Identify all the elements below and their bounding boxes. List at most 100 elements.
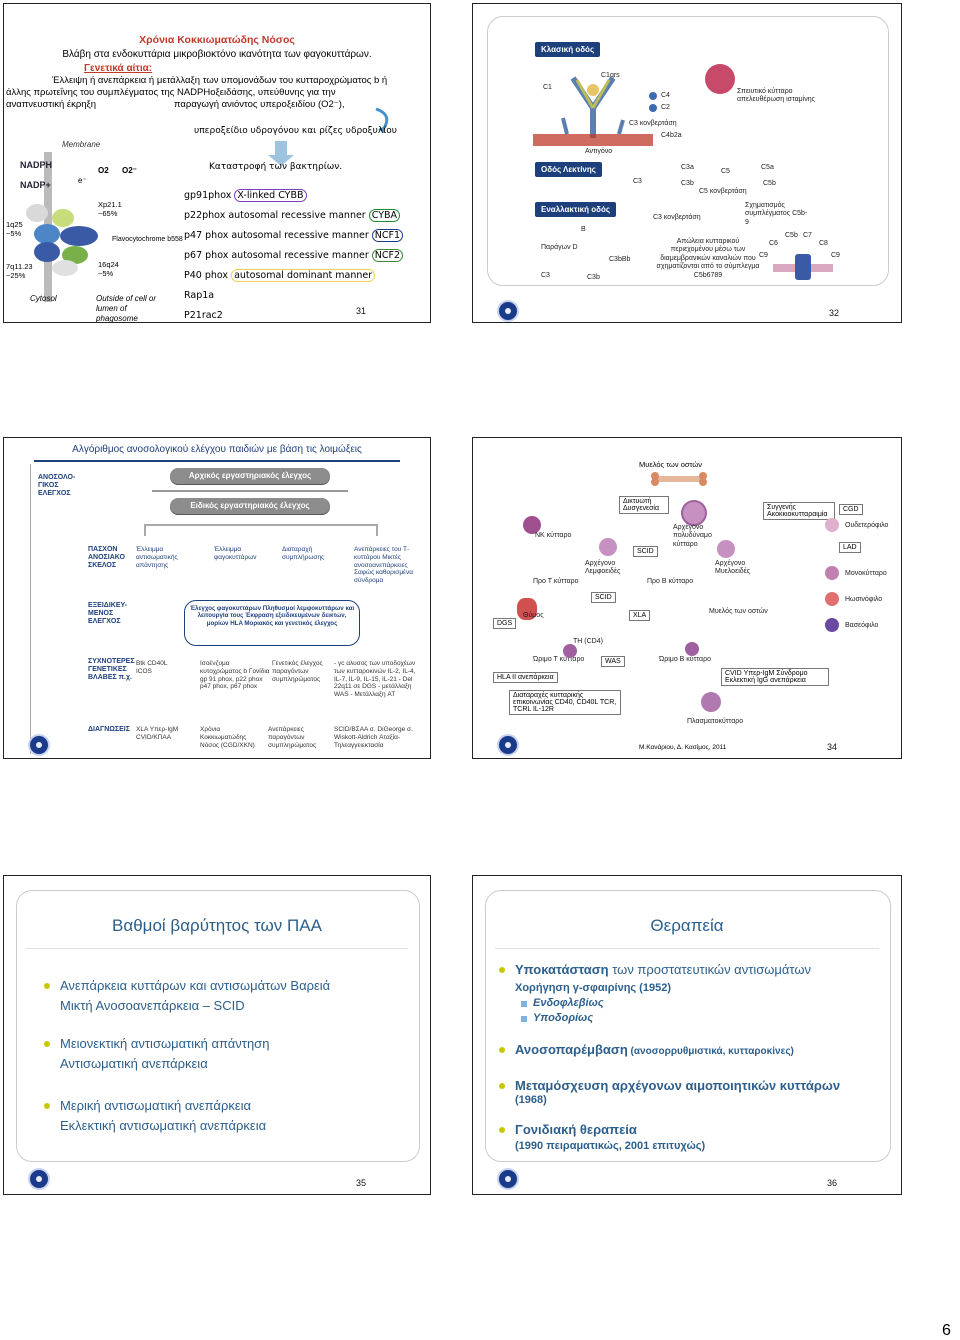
o2-minus-label: O2⁻	[122, 166, 137, 175]
nk-cell-label: NK κύτταρο	[535, 532, 572, 539]
b-label: B	[581, 226, 586, 233]
flow-text: Καταστροφή των βακτηρίων.	[209, 162, 343, 172]
classic-pathway-label: Κλασική οδός	[535, 42, 601, 57]
plasma-cell-label: Πλασματοκύτταρο	[687, 718, 744, 725]
pre-b-label: Προ Β κύτταρο	[647, 578, 694, 585]
intro-line: Βλάβη στα ενδοκυττάρια μικροβιοκτόνο ικα…	[62, 49, 372, 60]
severity-item: Ανεπάρκεια κυττάρων και αντισωμάτων Βαρε…	[43, 976, 331, 1016]
gene-p40: P40 phox autosomal dominant manner	[184, 269, 376, 282]
cvid-tag: CVID Υπερ-IgM Σύνδρομο Εκλεκτική IgG ανε…	[721, 668, 829, 686]
was-tag: WAS	[601, 656, 625, 667]
alternative-pathway-label: Εναλλακτική οδός	[535, 202, 617, 217]
title-divider	[26, 948, 408, 949]
title-rule	[34, 460, 400, 462]
scid-tag: SCID	[633, 546, 658, 557]
bullet-line: Μειονεκτική αντισωματική απάντηση	[60, 1036, 270, 1051]
c5a-label: C5a	[761, 164, 774, 171]
hla-deficiency-tag: HLA II ανεπάρκεια	[493, 672, 558, 683]
myeloid-progenitor	[717, 540, 735, 558]
university-logo	[497, 1168, 519, 1190]
c6-label: C6	[769, 240, 778, 247]
stem-cell	[681, 500, 707, 526]
lysis-label: Απώλεια κυτταρικού περιεχομένου μέσω των…	[656, 238, 760, 279]
therapy-item: Ανοσοπαρέμβαση (ανοσορρυθμιστικά, κυτταρ…	[499, 1040, 794, 1060]
university-logo	[28, 734, 50, 756]
gene-text: P40 phox	[184, 270, 232, 281]
locus-label: 7q11.23 ~25%	[6, 262, 33, 280]
c4-dot	[649, 92, 657, 100]
diagnosis: XLA Υπερ-IgM CVID/ΚΠΑΑ	[136, 726, 179, 741]
initial-testing-banner: Αρχικός εργαστηριακός έλεγχος	[170, 468, 330, 484]
thymus-icon	[517, 598, 537, 620]
gene-text: p22phox autosomal recessive manner	[184, 210, 369, 221]
c7-label: C7	[803, 232, 812, 239]
bullet-line: Ανεπάρκεια κυττάρων και αντισωμάτων Βαρε…	[60, 978, 331, 993]
c3b-label: C3b	[587, 274, 600, 281]
genetic-defect: - γc αλυσος των υποδοχέων των κυτταροκιν…	[334, 660, 416, 699]
mast-cell-icon	[705, 64, 735, 94]
column-heading: Διαταραχή συμπλήρωσης	[282, 546, 325, 561]
c3-label: C3	[541, 272, 550, 279]
lad-tag: LAD	[839, 542, 861, 553]
therapy-item: Μεταμόσχευση αρχέγονων αιμοποιητικών κυτ…	[498, 1076, 840, 1096]
mac-formation-label: Σχηματισμός συμπλέγματος C5b-9	[745, 202, 808, 226]
c3-convertase-label: C3 κονβερτάση	[653, 214, 701, 221]
left-label: ΠΑΣΧΟΝ ΑΝΟΣΙΑΚΟ ΣΚΕΛΟΣ	[88, 546, 125, 570]
gene-p47: p47 phox autosomal recessive manner NCF1	[184, 229, 404, 242]
flavocytochrome-label: Flavocytochrome b558	[112, 236, 183, 243]
causes-heading: Γενετικά αίτια:	[84, 63, 153, 74]
basophil-label: Βασεόφιλο	[845, 622, 879, 629]
nk-cell	[523, 516, 541, 534]
slide-title: Θεραπεία	[650, 916, 724, 935]
bullet-line: Μερική αντισωματική ανεπάρκεια	[60, 1098, 252, 1113]
slide-number: 36	[827, 1178, 838, 1188]
p22phox-subunit	[62, 246, 88, 264]
c3bbb-label: C3bBb	[609, 256, 631, 263]
c3-label: C3	[633, 178, 642, 185]
bullet-line: Αντισωματική ανεπάρκεια	[60, 1056, 208, 1072]
lymphoid-progenitor-label: Αρχέγονο Λεμφοειδές	[585, 560, 621, 576]
cell-membrane-icon	[533, 116, 653, 146]
column-heading: Ανεπάρκειες του Τ-κυττάρου Μικτές ανοσοα…	[354, 546, 413, 585]
locus-label: 16q24 ~5%	[98, 260, 119, 278]
slide-frame	[16, 890, 420, 1162]
o2-label: O2	[98, 166, 109, 175]
membrane-pore-icon	[773, 254, 833, 280]
gene-circled-term: CYBA	[368, 209, 401, 222]
electron-label: e⁻	[78, 176, 87, 185]
c2-label: C2	[661, 104, 670, 111]
diagnosis: Ανεπάρκειες παραγόντων συμπληρώματος	[268, 726, 317, 749]
stem-cell-label: Αρχέγονο πολυδύναμο κύτταρο	[673, 524, 712, 548]
c3b-label: C3b	[681, 180, 694, 187]
factor-d-label: Παράγων D	[541, 244, 578, 251]
flow-text: υπεροξείδιο υδρογόνου και ρίζες υδροξυλί…	[194, 126, 397, 136]
mature-b-label: Ώριμο Β κύτταρο	[659, 656, 711, 663]
gene-text: p47 phox autosomal recessive manner	[184, 230, 372, 241]
bone-icon	[651, 472, 707, 486]
slide-title: Αλγόριθμος ανοσολογικού ελέγχου παιδιών …	[72, 444, 362, 455]
c9-label: C9	[831, 252, 840, 259]
c3a-label: C3a	[681, 164, 694, 171]
severity-item: Μειονεκτική αντισωματική απάντηση Αντισω…	[43, 1034, 270, 1074]
eosinophil-label: Ηωσινόφιλο	[845, 596, 883, 603]
neutrophil-cell	[825, 518, 839, 532]
slide-34: Μυελός των οστών Δικτυωτή Δυσγενεσία Αρχ…	[472, 437, 902, 759]
cause-line: παραγωγή ανιόντος υπεροξειδίου (O2⁻),	[174, 99, 345, 110]
gp91phox-subunit	[60, 226, 98, 246]
column-heading: Έλλειμμα αντισωματικής απάντησης	[136, 546, 178, 569]
p40phox-subunit	[26, 204, 48, 222]
branch-line	[144, 524, 378, 536]
pre-t-label: Προ Τ κύτταρο	[533, 578, 579, 585]
slide-32: Κλασική οδός Οδός Λεκτίνης Εναλλακτική ο…	[472, 3, 902, 323]
bone-marrow-title: Μυελός των οστών	[639, 460, 703, 469]
gene-p21rac2: P21rac2	[184, 310, 223, 321]
slide-36: Θεραπεία Υποκατάσταση των προστατευτικών…	[472, 875, 902, 1195]
gene-circled-term: autosomal dominant manner	[231, 269, 376, 282]
c9-label: C9	[759, 252, 768, 259]
slide-35: Βαθμοί βαρύτητος των ΠΑΑ Ανεπάρκεια κυττ…	[3, 875, 431, 1195]
slide-33: Αλγόριθμος ανοσολογικού ελέγχου παιδιών …	[3, 437, 431, 759]
title-divider	[495, 948, 879, 949]
slide-number: 32	[829, 308, 840, 318]
xla-tag: XLA	[629, 610, 651, 621]
antigen-label: Αντιγόνο	[585, 148, 613, 155]
